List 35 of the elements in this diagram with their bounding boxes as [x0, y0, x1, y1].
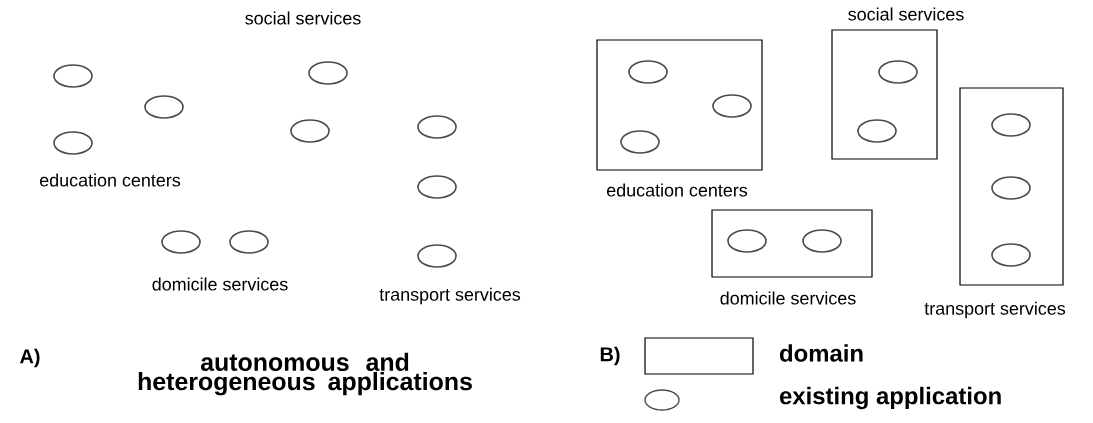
- ellipse-symbol: [417, 175, 457, 199]
- legend-entry: domain: [644, 337, 863, 375]
- group-label: education centers: [40, 173, 181, 187]
- ellipse-symbol: [991, 113, 1031, 137]
- ellipse-symbol: [878, 60, 918, 84]
- group-label: social services: [245, 11, 361, 25]
- domain-box: education centers: [596, 39, 763, 197]
- ellipse-symbol: [991, 176, 1031, 200]
- ellipse-symbol: [417, 244, 457, 268]
- panel-label: A): [20, 348, 40, 368]
- node-label: social services: [848, 7, 964, 21]
- group-label: domicile services: [152, 277, 288, 291]
- ellipse-symbol: [417, 115, 457, 139]
- domain-box: domicile services: [711, 209, 873, 305]
- ellipse-symbol: [290, 119, 330, 143]
- node-label: domicile services: [720, 291, 856, 305]
- node-label: education centers: [606, 183, 748, 197]
- ellipse-symbol: [308, 61, 348, 85]
- ellipse-symbol: [991, 243, 1031, 267]
- ellipse-symbol: [229, 230, 269, 254]
- ellipse-symbol: [53, 64, 93, 88]
- legend-entry: existing application: [644, 386, 1001, 411]
- panel-label: B): [600, 346, 620, 366]
- ellipse-symbol: [857, 119, 897, 143]
- panel-caption: autonomous and heterogeneous applications: [138, 352, 472, 396]
- ellipse-symbol: [802, 229, 842, 253]
- ellipse-symbol: [53, 131, 93, 155]
- ellipse-symbol: [161, 230, 201, 254]
- ellipse-symbol: [620, 130, 660, 154]
- node-label: transport services: [924, 301, 1066, 319]
- ellipse-symbol: [628, 60, 668, 84]
- ellipse-symbol: [712, 94, 752, 118]
- group-label: transport services: [379, 287, 521, 305]
- ellipse-symbol: [144, 95, 184, 119]
- ellipse-symbol: [727, 229, 767, 253]
